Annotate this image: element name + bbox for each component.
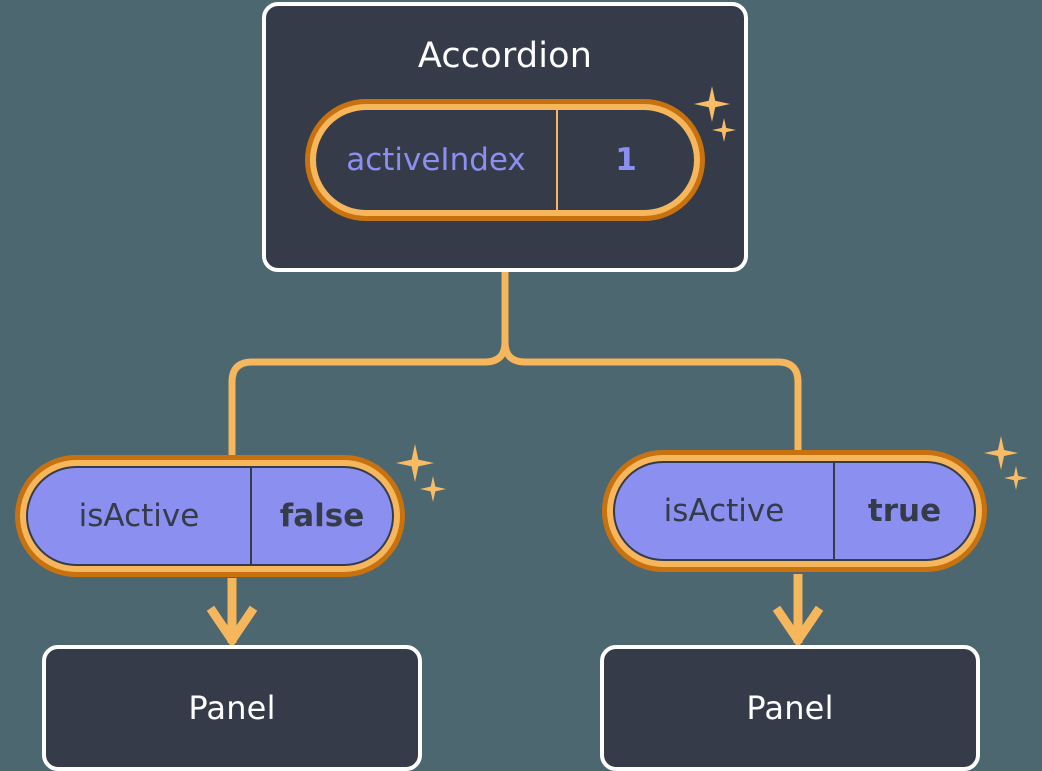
pill-ring: activeIndex 1 <box>310 104 700 216</box>
component-title-panel-right: Panel <box>746 689 834 727</box>
state-value-label: false <box>279 498 365 534</box>
sparkle-icon <box>1004 466 1028 490</box>
pill-body: isActive true <box>613 461 976 561</box>
component-title-panel-left: Panel <box>188 689 276 727</box>
state-pill-is-active-false[interactable]: isActive false <box>15 455 405 577</box>
pill-body: isActive false <box>26 466 394 566</box>
state-pill-is-active-true[interactable]: isActive true <box>602 450 987 572</box>
state-key-label: isActive <box>615 463 835 559</box>
state-key-label: isActive <box>28 468 252 564</box>
pill-ring: isActive true <box>607 455 982 567</box>
component-title-accordion: Accordion <box>417 36 593 76</box>
pill-ring: isActive false <box>20 460 400 572</box>
component-box-panel-right[interactable]: Panel <box>600 645 980 771</box>
sparkle-icon <box>396 444 434 482</box>
state-value-label: true <box>867 493 942 529</box>
prop-key-label: activeIndex <box>316 110 558 210</box>
prop-pill-active-index[interactable]: activeIndex 1 <box>305 99 705 221</box>
sparkle-icon <box>420 476 446 502</box>
pill-body: activeIndex 1 <box>316 110 694 210</box>
prop-value-label: 1 <box>615 142 637 178</box>
component-box-panel-left[interactable]: Panel <box>42 645 422 771</box>
sparkle-icon <box>984 436 1018 470</box>
